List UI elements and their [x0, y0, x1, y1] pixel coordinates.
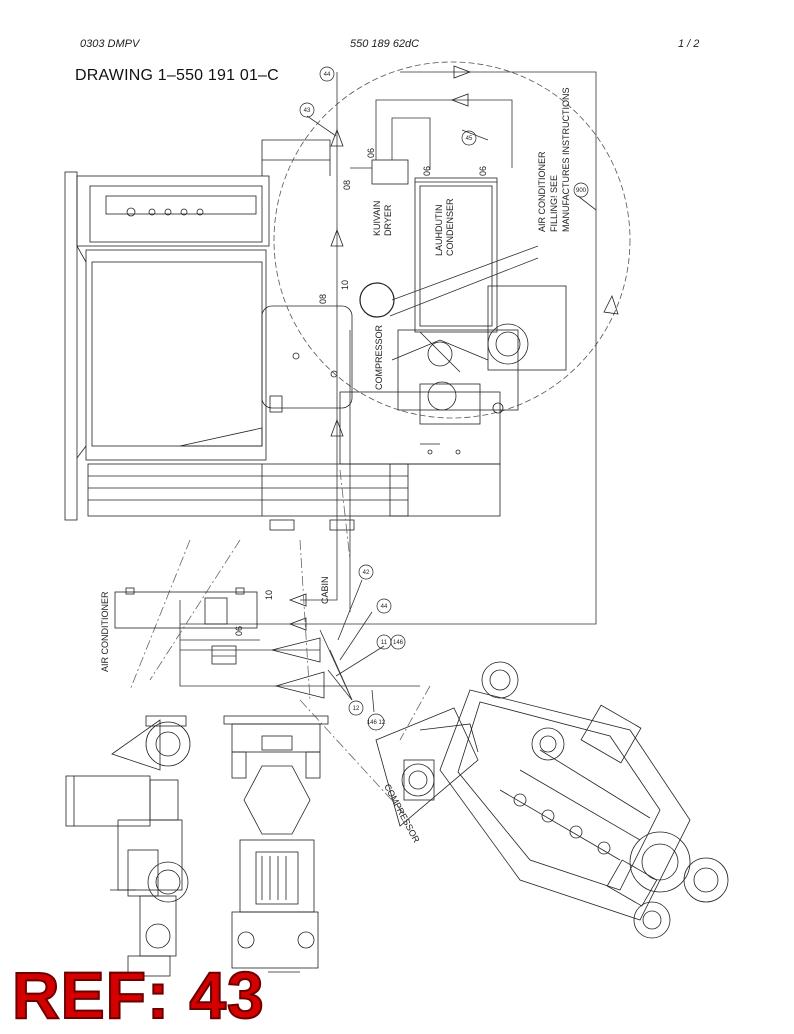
leader-lines	[306, 115, 597, 713]
cabin-label: CABIN	[320, 576, 330, 604]
engine-isometric-view	[401, 661, 729, 939]
svg-text:900: 900	[576, 188, 587, 194]
condenser-label-en: CONDENSER	[445, 198, 455, 256]
callout-146-12: 146 12	[367, 713, 386, 731]
port-condenser-right: 06	[478, 166, 488, 176]
document-code: 0303 DMPV	[80, 38, 140, 50]
port-ac-10: 10	[264, 590, 274, 600]
svg-text:42: 42	[363, 570, 370, 576]
engine-in-circle	[359, 282, 567, 425]
air-conditioner-label: AIR CONDITIONER	[100, 591, 110, 672]
callout-12: 12	[348, 700, 364, 716]
ac-filling-line-2: FILLING! SEE	[549, 175, 559, 232]
callout-bubbles: 44 43 45 900 42 44 11 146 12 146 12	[299, 66, 589, 731]
callout-44-mid: 44	[376, 598, 392, 614]
callout-43: 43	[299, 102, 315, 118]
callout-45: 45	[461, 130, 477, 146]
dryer-label-fi: KUIVAIN	[372, 201, 382, 236]
svg-text:146 12: 146 12	[367, 720, 386, 726]
ac-filling-line-3: MANUFACTURES INSTRUCTIONS	[561, 87, 571, 232]
refrigerant-piping	[179, 71, 597, 687]
condenser-unit	[414, 177, 498, 333]
part-number: 550 189 62dC	[350, 38, 420, 50]
air-conditioner-unit	[114, 587, 258, 665]
port-ac-06: 06	[234, 626, 244, 636]
svg-text:12: 12	[353, 706, 360, 712]
detail-circle	[273, 61, 631, 419]
condenser-label-fi: LAUHDUTIN	[434, 204, 444, 256]
callout-42: 42	[358, 564, 374, 580]
machine-body	[64, 139, 501, 531]
callout-44-top: 44	[319, 66, 335, 82]
projection-lines	[129, 469, 431, 821]
port-compressor-left: 08	[318, 294, 328, 304]
svg-text:44: 44	[324, 72, 331, 78]
svg-text:43: 43	[304, 108, 311, 114]
dryer-unit	[371, 159, 409, 185]
callout-146: 146	[390, 634, 406, 650]
port-condenser-left: 08	[342, 180, 352, 190]
drawing-title: DRAWING 1–550 191 01–C	[75, 67, 279, 84]
port-dryer-top: 06	[366, 148, 376, 158]
ac-filling-line-1: AIR CONDITIONER	[537, 151, 547, 232]
dryer-label-en: DRYER	[383, 204, 393, 236]
port-compressor-right: 10	[340, 280, 350, 290]
callout-900: 900	[573, 182, 589, 198]
compressor-callout-frame	[375, 707, 479, 827]
compressor-label: COMPRESSOR	[374, 324, 384, 390]
svg-text:44: 44	[381, 604, 388, 610]
ref-badge: REF: 43	[11, 958, 265, 1032]
compressor-engine-label: COMPRESSOR	[382, 782, 422, 845]
machine-front-view	[223, 715, 329, 973]
svg-text:146: 146	[393, 640, 404, 646]
machine-side-view	[65, 715, 191, 977]
port-dryer-side: 06	[422, 166, 432, 176]
svg-text:11: 11	[381, 640, 388, 646]
page-number: 1 / 2	[678, 38, 700, 50]
svg-text:45: 45	[466, 136, 473, 142]
flow-arrows	[271, 65, 619, 699]
callout-11: 11	[376, 634, 392, 650]
